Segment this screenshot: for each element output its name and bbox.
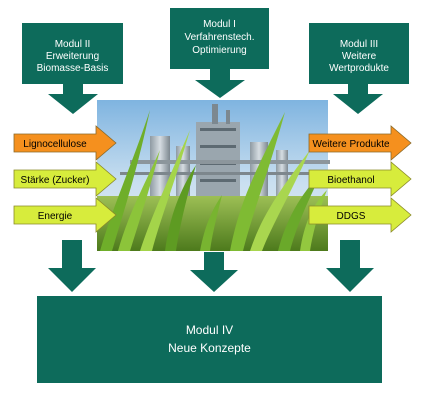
input-label-lignocellulose: Lignocellulose: [23, 139, 87, 150]
input-label-staerke: Stärke (Zucker): [21, 175, 90, 186]
modul1-line1: Modul I: [203, 19, 236, 30]
input-arrow-lignocellulose: Lignocellulose: [13, 125, 117, 161]
input-label-energie: Energie: [38, 211, 73, 222]
modul2-line1: Modul II: [55, 39, 91, 50]
plant-photo: [97, 100, 330, 251]
arrow-down-right: [326, 240, 374, 292]
arrow-down-modul3: [333, 84, 383, 114]
modul2-box: Modul II Erweiterung Biomasse-Basis: [22, 23, 123, 84]
modul4-line1: Modul IV: [186, 323, 233, 337]
modul1-box: Modul I Verfahrenstech. Optimierung: [170, 8, 269, 69]
modul4-line2: Neue Konzepte: [168, 341, 251, 355]
modul2-line3: Biomasse-Basis: [37, 63, 109, 74]
modul3-line3: Wertprodukte: [329, 63, 389, 74]
modul3-line2: Weitere: [342, 51, 377, 62]
arrow-down-modul1: [195, 69, 245, 98]
arrow-down-modul2: [48, 84, 98, 114]
output-label-bioethanol: Bioethanol: [327, 175, 374, 186]
input-arrow-energie: Energie: [13, 197, 117, 233]
output-arrow-bioethanol: Bioethanol: [308, 161, 412, 197]
output-arrow-ddgs: DDGS: [308, 197, 412, 233]
modul4-box: Modul IV Neue Konzepte: [37, 296, 382, 383]
modul3-box: Modul III Weitere Wertprodukte: [309, 23, 409, 84]
modul2-line2: Erweiterung: [46, 51, 99, 62]
output-arrow-weitere-produkte: Weitere Produkte: [308, 125, 412, 161]
arrow-down-left: [48, 240, 96, 292]
modul3-line1: Modul III: [340, 39, 378, 50]
input-arrow-staerke: Stärke (Zucker): [13, 161, 117, 197]
modul1-line2: Verfahrenstech.: [184, 32, 254, 43]
arrow-down-center: [190, 252, 238, 292]
output-label-weitere-produkte: Weitere Produkte: [312, 139, 390, 150]
output-label-ddgs: DDGS: [337, 211, 366, 222]
modul1-line3: Optimierung: [192, 45, 246, 56]
